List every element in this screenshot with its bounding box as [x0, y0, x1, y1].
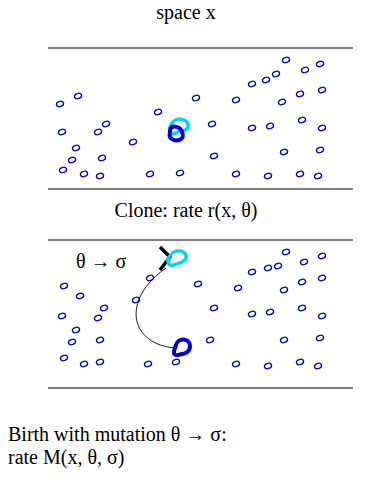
cell [129, 138, 138, 145]
cell [176, 169, 185, 176]
cell [59, 166, 68, 173]
cell [296, 90, 305, 97]
cell [296, 170, 305, 177]
cell [192, 94, 201, 101]
cell [94, 314, 103, 321]
cell [298, 304, 307, 311]
cell [272, 70, 281, 77]
cell [60, 354, 69, 361]
cell [94, 128, 103, 135]
cell [296, 358, 305, 365]
cell [318, 252, 327, 259]
cell [318, 124, 327, 131]
cell [76, 292, 85, 299]
mutant-cell [168, 251, 186, 265]
cell [314, 172, 323, 179]
cell [316, 60, 325, 67]
parent-cell [170, 127, 183, 141]
panel-caption: Birth with mutation θ → σ: rate M(x, θ, … [8, 423, 248, 469]
cell [262, 76, 271, 83]
cell [266, 122, 275, 129]
cell [194, 280, 203, 287]
cell [102, 120, 111, 127]
cell [100, 304, 109, 311]
cell [248, 80, 257, 87]
cell [232, 170, 241, 177]
cell [248, 310, 257, 317]
panel-caption: Clone: rate r(x, θ) [0, 199, 372, 222]
cell [264, 172, 273, 179]
cell [316, 334, 325, 341]
cell [58, 312, 67, 319]
cell [264, 264, 273, 271]
lineage-curve [136, 268, 176, 348]
band-border [48, 47, 353, 48]
parent-cell [174, 339, 190, 355]
cell [280, 148, 289, 155]
cell [280, 336, 289, 343]
band-border [48, 387, 353, 388]
cell [318, 312, 327, 319]
cell [282, 56, 291, 63]
cell [298, 116, 307, 123]
cell [314, 362, 323, 369]
cell [206, 336, 215, 343]
cell [282, 248, 291, 255]
cell [56, 100, 65, 107]
cell [154, 108, 163, 115]
cell [144, 360, 153, 367]
cell [280, 286, 289, 293]
cell [232, 96, 241, 103]
band-border [48, 239, 353, 240]
cell [248, 268, 257, 275]
cell [274, 262, 283, 269]
cell [96, 336, 105, 343]
cell [264, 362, 273, 369]
cell [72, 144, 81, 151]
cell [278, 98, 287, 105]
cell [210, 304, 219, 311]
cell [210, 152, 219, 159]
cell [248, 124, 257, 131]
cell [208, 120, 217, 127]
cell [96, 172, 105, 179]
cell [318, 86, 327, 93]
cell [74, 92, 83, 99]
axis-title: space x [0, 1, 372, 24]
cell [96, 358, 105, 365]
cell [72, 326, 81, 333]
cell [318, 274, 327, 281]
cell [80, 360, 89, 367]
cell [298, 278, 307, 285]
cell [146, 274, 155, 281]
cell [266, 308, 275, 315]
cell [232, 360, 241, 367]
cell [98, 154, 107, 161]
cell [301, 66, 310, 73]
cell [146, 170, 155, 177]
band-border [48, 188, 353, 189]
cell [60, 282, 69, 289]
cell [80, 170, 89, 177]
cell [300, 258, 309, 265]
cell [68, 156, 77, 163]
cell [316, 146, 325, 153]
cell [68, 338, 77, 345]
cell-population [58, 248, 327, 369]
cell [234, 284, 243, 291]
mutation-label: θ → σ [74, 250, 128, 273]
cell [172, 358, 181, 365]
cell-population [56, 56, 327, 179]
cell [58, 128, 67, 135]
